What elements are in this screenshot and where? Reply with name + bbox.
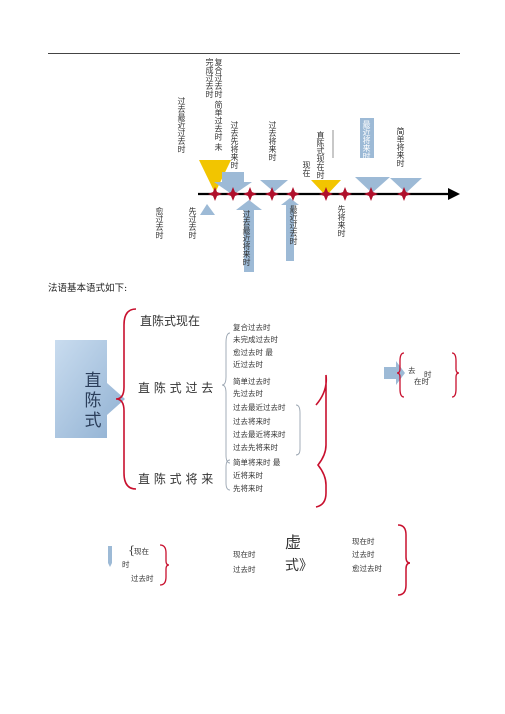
bottom-left-brace: [159, 544, 170, 586]
bottom-right-brace: [397, 524, 411, 596]
future-item: 近将来时: [233, 471, 263, 480]
gold-triangle-1: [199, 160, 231, 193]
arrow-down-2: [260, 180, 288, 192]
arrow-down-3: [355, 177, 390, 193]
bottom-right-item: 现在时: [352, 537, 375, 546]
label-now: 现在: [302, 161, 311, 177]
label-simple-future: 简单将来时: [396, 127, 405, 167]
near-future-box: [360, 118, 374, 158]
past-item: 过去最近将来时: [233, 430, 286, 439]
timeline-diagram: [198, 118, 460, 272]
bottom-mid-past: 过去时: [233, 565, 256, 574]
label-recent-past-in-past: 过去最近过去时: [177, 97, 186, 153]
subjunctive-title-bottom: 式》: [285, 558, 313, 574]
right-past-label: 去: [408, 366, 416, 375]
label-future-anterior: 先将来时: [337, 205, 346, 237]
label-near-future-in-past: 过去最近将来时: [242, 210, 251, 266]
intro-text: 法语基本语式如下:: [48, 283, 128, 294]
past-item: 复合过去时: [233, 323, 271, 332]
indicative-past: 直 陈 式 过 去: [138, 381, 214, 395]
label-present-indicative: 直陈式现在时: [316, 131, 325, 179]
inner-bracket: [295, 404, 301, 456]
right-brace: [315, 374, 328, 508]
label-recent-past: 最近过去时: [289, 205, 298, 245]
indicative-future: 直 陈 式 将 来: [138, 472, 214, 486]
past-bracket: [221, 332, 231, 464]
axis-arrowhead: [448, 188, 460, 200]
small-arrow: [384, 361, 405, 385]
indicative-present: 直陈式现在: [140, 314, 201, 328]
past-item: 近过去时: [233, 360, 263, 369]
small-blue-arrow: [108, 546, 112, 567]
label-past-anterior: 先过去时: [188, 207, 197, 239]
top-rule: [48, 53, 460, 54]
small-left-brace: [396, 352, 405, 398]
axis-markers: [208, 187, 411, 201]
arrow-up-1: [200, 204, 215, 215]
indicative-box-label: 直陈式: [84, 371, 102, 431]
label-future-in-past: 过去将来时: [268, 121, 277, 161]
subjunctive-title-top: 虚: [285, 533, 302, 552]
arrow-up-3: [281, 198, 299, 261]
future-item: 先将来时: [233, 484, 263, 493]
past-item: 先过去时: [233, 389, 263, 398]
label-near-future: 最近将来时: [362, 120, 371, 160]
bottom-brace-open: {: [128, 544, 135, 557]
future-bracket: [225, 459, 231, 491]
label-compound-past: 复合过去时 简单过去时 未完成过去时: [205, 58, 223, 152]
past-item: 过去先将来时: [233, 443, 278, 452]
past-item: 过去将来时: [233, 417, 271, 426]
bottom-right-item: 过去时: [352, 550, 375, 559]
label-past-anterior-future: 过去先将来时: [230, 121, 239, 169]
past-item: 过去最近过去时: [233, 403, 286, 412]
subjunctive-diagram: [108, 524, 411, 596]
bottom-left-past: 过去时: [131, 574, 154, 583]
indicative-diagram: [55, 308, 460, 508]
bottom-left-present: 现在: [134, 547, 149, 556]
bottom-mid-present: 现在时: [233, 550, 256, 559]
right-time-label: 时: [424, 370, 432, 379]
arrow-up-2: [236, 200, 262, 272]
bottom-left-time: 时: [122, 560, 130, 569]
arrow-down-4: [390, 178, 422, 193]
right-present-label: 在时: [414, 377, 429, 386]
past-item: 愈过去时 最: [233, 348, 273, 357]
past-item: 未完成过去时: [233, 335, 278, 344]
bottom-right-item: 愈过去时: [352, 564, 382, 573]
future-item: 简单将来时 最: [233, 458, 281, 467]
label-pluperfect: 愈过去时: [155, 207, 164, 239]
past-item: 简单过去时: [233, 377, 271, 386]
main-brace: [115, 308, 137, 490]
indicative-box: [55, 340, 125, 438]
small-right-brace: [451, 352, 460, 398]
arrow-down-1: [214, 172, 252, 195]
